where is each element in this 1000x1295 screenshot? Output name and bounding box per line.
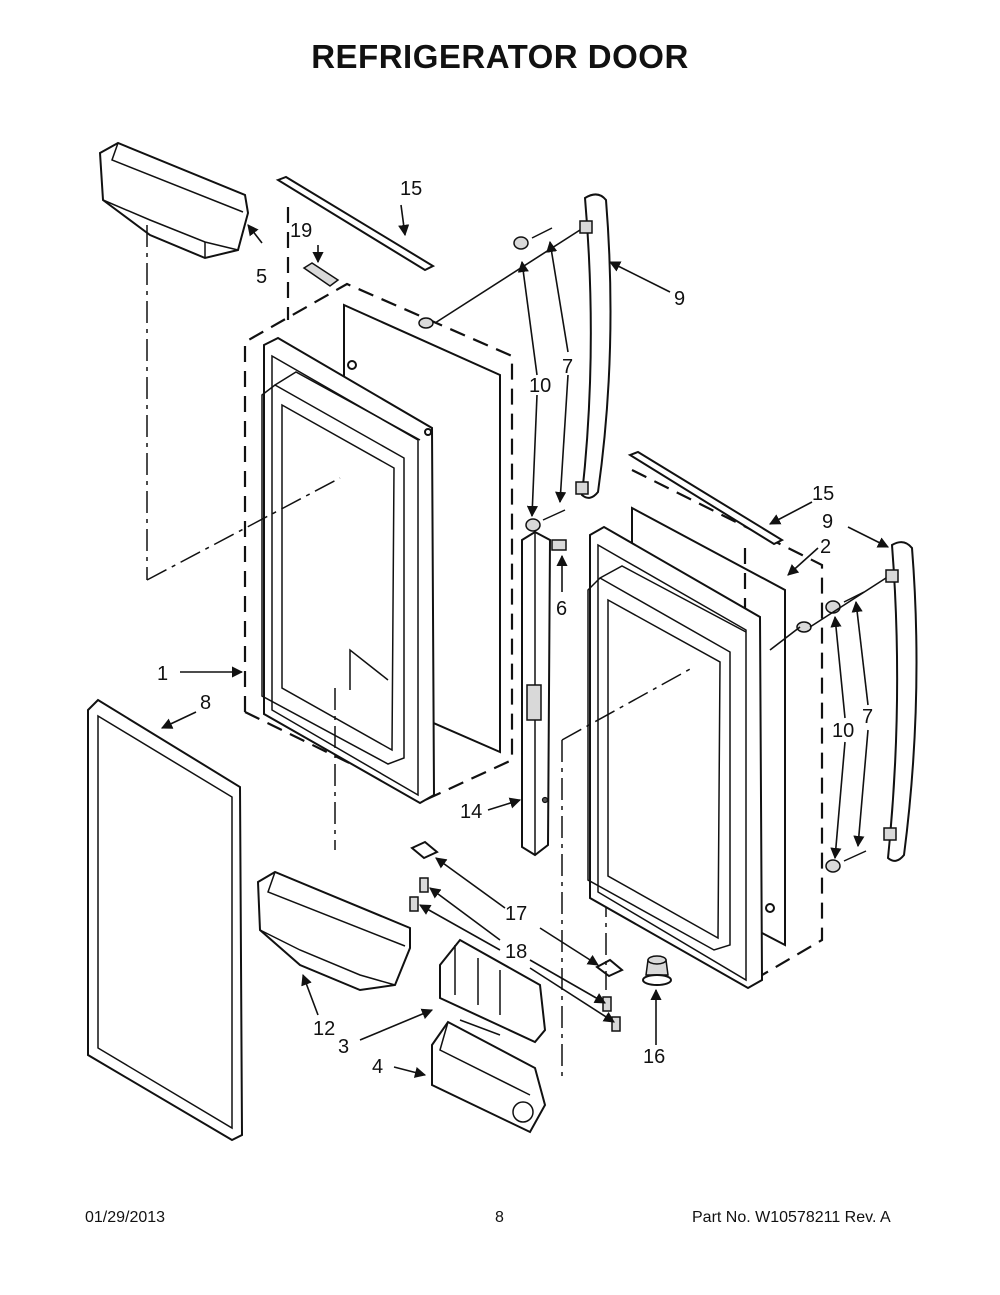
callout-17: 17 <box>505 903 527 925</box>
page-title: REFRIGERATOR DOOR <box>311 38 689 75</box>
door-handle-right <box>883 541 918 862</box>
screw <box>602 996 612 1012</box>
screw <box>611 1016 621 1032</box>
callout-7-left: 7 <box>562 356 573 378</box>
callout-4: 4 <box>372 1056 383 1078</box>
door-label <box>302 262 340 287</box>
callout-10-left: 10 <box>529 375 551 397</box>
hinge-bracket-right <box>595 958 624 978</box>
right-door-frame <box>587 525 775 990</box>
footer-date: 01/29/2013 <box>85 1209 166 1226</box>
callout-15-right: 15 <box>812 483 834 505</box>
callout-10-right: 10 <box>832 720 854 742</box>
callout-6: 6 <box>556 598 567 620</box>
screw <box>419 877 429 893</box>
handle-screws-left <box>513 227 567 551</box>
door-handle-left <box>575 193 612 499</box>
callout-8: 8 <box>200 692 211 714</box>
callout-19: 19 <box>290 220 312 242</box>
footer-page-number: 8 <box>495 1209 504 1226</box>
door-mullion <box>521 530 552 857</box>
callout-9-left: 9 <box>674 288 685 310</box>
callout-16: 16 <box>643 1046 665 1068</box>
callout-1: 1 <box>157 663 168 685</box>
door-bin-upper <box>98 141 250 260</box>
door-trim-strip-right <box>627 450 785 546</box>
door-closer-cam <box>642 955 672 986</box>
callout-18: 18 <box>505 941 527 963</box>
door-bin-lower <box>256 870 411 992</box>
callout-5: 5 <box>256 266 267 288</box>
footer-part-number: Part No. W10578211 Rev. A <box>692 1209 891 1226</box>
callout-9-right: 9 <box>822 511 833 533</box>
screw <box>409 896 419 912</box>
callout-12: 12 <box>313 1018 335 1040</box>
callout-14: 14 <box>460 801 482 823</box>
callout-15-left: 15 <box>400 178 422 200</box>
hinge-bushing-left <box>418 317 434 329</box>
left-door-frame <box>261 336 436 805</box>
door-trim-strip-left <box>275 175 436 272</box>
dispenser-housing <box>439 938 547 1044</box>
hinge-bracket-left <box>410 840 439 860</box>
dispenser-cover <box>431 1020 547 1134</box>
callout-3: 3 <box>338 1036 349 1058</box>
leader-lines <box>160 204 890 1078</box>
callout-7-right: 7 <box>862 706 873 728</box>
callout-2: 2 <box>820 536 831 558</box>
door-gasket <box>87 698 244 1142</box>
right-door-assembly-outline <box>631 469 824 986</box>
